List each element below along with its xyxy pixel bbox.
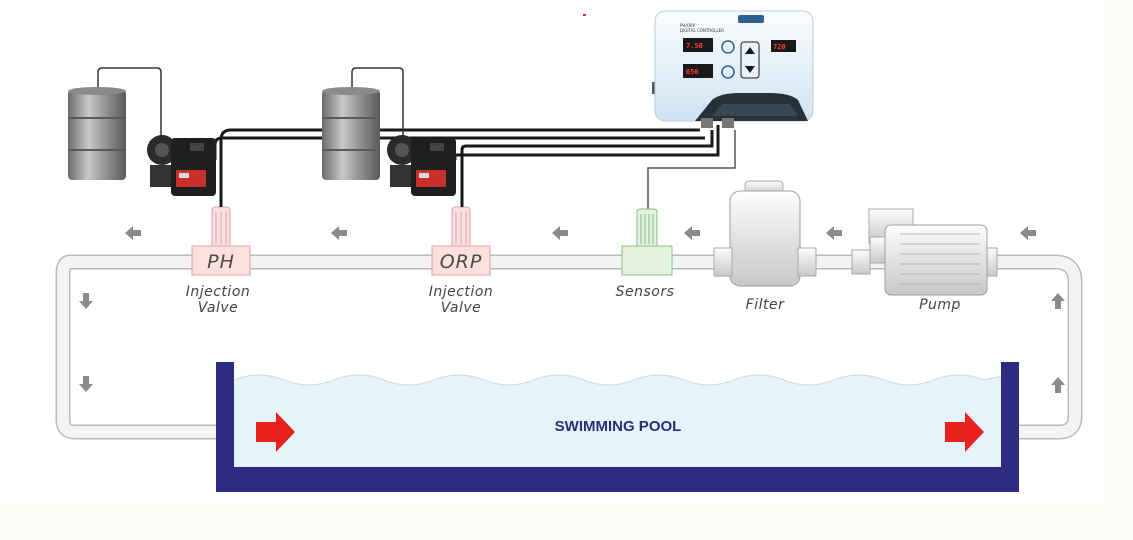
flow-arrow-up-icon	[1051, 377, 1065, 393]
flow-arrow-left-icon	[826, 226, 842, 240]
pool-water	[234, 375, 1002, 467]
swimming-pool: SWIMMING POOL	[216, 362, 1019, 492]
stray-mark	[583, 14, 586, 16]
flow-arrow-left-icon	[684, 226, 700, 240]
ph-injection-valve: PH Injection Valve	[186, 206, 251, 316]
controller-title-2: DIGITAL CONTROLLER	[680, 28, 724, 33]
dosing-pump-orp	[387, 135, 456, 196]
dosing-pump-ph	[147, 135, 216, 196]
calibrate-ph-icon[interactable]	[721, 40, 735, 54]
ph-injection-label: Injection	[186, 284, 251, 300]
filter: Filter	[713, 180, 817, 313]
pool-label: SWIMMING POOL	[555, 418, 682, 435]
pool-wall	[216, 362, 1019, 492]
arrow-keypad[interactable]	[740, 41, 760, 79]
ph-valve-label: PH	[207, 251, 235, 273]
flow-arrow-left-icon	[1020, 226, 1036, 240]
right-display	[771, 40, 796, 52]
flow-arrow-up-icon	[1051, 293, 1065, 309]
brand-logo	[738, 15, 764, 23]
flow-arrows	[79, 226, 1065, 393]
ph-display-value: 7.50	[686, 42, 703, 50]
calibrate-orp-icon[interactable]	[721, 65, 735, 79]
orp-valve-label: ORP	[440, 251, 483, 273]
sensors: Sensors	[616, 130, 736, 300]
right-display-value: 720	[773, 43, 786, 51]
outlet-arrow-icon	[945, 412, 984, 452]
drum-ph	[68, 87, 126, 180]
inlet-arrow-icon	[256, 412, 295, 452]
flow-arrow-down-icon	[79, 376, 93, 392]
down-arrow-icon[interactable]	[745, 66, 755, 73]
orp-injection-label: Injection	[429, 284, 494, 300]
ph-valve-word: Valve	[198, 300, 239, 316]
chemical-tubes	[97, 67, 404, 140]
digital-controller: PH/ORP DIGITAL CONTROLLER 7.50 650 720	[652, 10, 814, 128]
up-arrow-icon[interactable]	[745, 47, 755, 54]
orp-display-value: 650	[686, 68, 699, 76]
filter-label: Filter	[746, 297, 785, 313]
controller-title-1: PH/ORP	[680, 23, 696, 28]
control-cables	[213, 125, 720, 207]
flow-arrow-left-icon	[125, 226, 141, 240]
flow-arrow-left-icon	[552, 226, 568, 240]
sensors-label: Sensors	[616, 284, 675, 300]
flow-arrow-down-icon	[79, 293, 93, 309]
ph-display	[683, 38, 713, 52]
orp-valve-word: Valve	[441, 300, 482, 316]
flow-arrow-left-icon	[331, 226, 347, 240]
orp-display	[683, 64, 713, 78]
drum-orp	[322, 87, 380, 180]
pump: Pump	[851, 208, 998, 313]
orp-injection-valve: ORP Injection Valve	[429, 206, 494, 316]
pump-label: Pump	[919, 297, 961, 313]
